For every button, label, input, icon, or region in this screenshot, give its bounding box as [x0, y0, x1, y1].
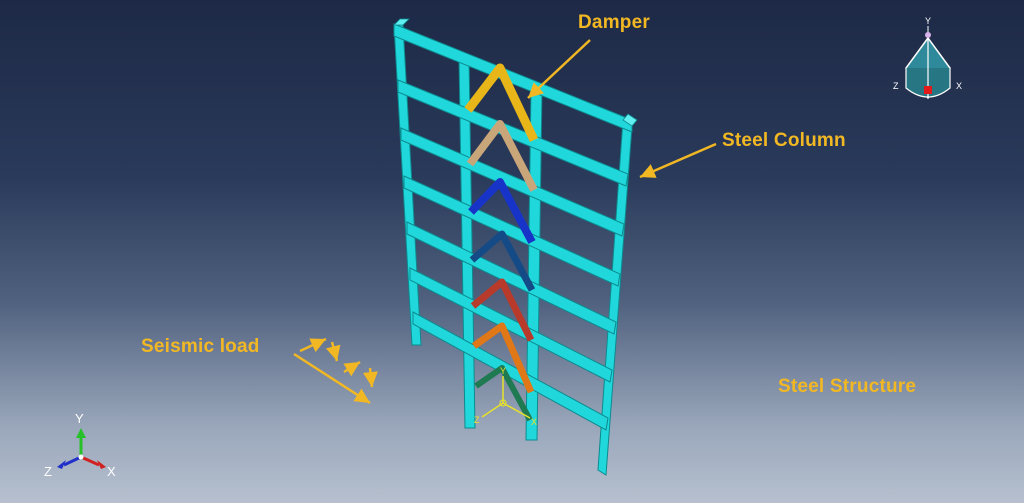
damper-floor-2: [471, 322, 535, 394]
damper-floor-1: [474, 365, 533, 422]
steel-beam-floor-1: [412, 311, 609, 431]
local-y-label: Y: [500, 366, 506, 376]
steel-beam-floor-6: [397, 79, 629, 187]
dampers: [464, 63, 539, 422]
seismic-load-arrow-3: [343, 360, 361, 377]
triad-z-label: Z: [44, 464, 52, 479]
local-z-label: Z: [474, 415, 480, 425]
seismic-load-arrow-main: [293, 352, 371, 405]
triad-x-label: X: [107, 464, 116, 479]
seismic-load-arrow-1: [299, 337, 327, 353]
damper-floor-6: [466, 120, 538, 192]
steel-frame: [393, 18, 638, 476]
steel-structure-label: Steel Structure: [778, 376, 917, 397]
steel-beam-roof: [393, 23, 633, 133]
seismic-load-label: Seismic load: [141, 336, 260, 357]
steel-column-pointer-arrow: [639, 142, 717, 179]
damper-floor-5: [468, 178, 536, 244]
steel-beam-floor-2: [409, 267, 613, 383]
local-csys: Y Z X: [474, 366, 537, 427]
local-x-label: X: [531, 417, 537, 427]
damper-floor-3: [470, 278, 535, 342]
view-cube-y-label: Y: [925, 16, 932, 26]
steel-beam-floor-5: [400, 127, 625, 237]
damper-floor-4: [469, 230, 536, 292]
global-triad: [57, 428, 106, 469]
steel-beam-floor-3: [406, 221, 617, 335]
view-cube-z-label: Z: [893, 81, 899, 91]
seismic-load-arrow-2: [325, 341, 341, 362]
view-cube[interactable]: [905, 26, 951, 100]
damper-label: Damper: [578, 12, 650, 33]
annotation-arrows: [293, 39, 717, 405]
seismic-load-arrow-4: [362, 367, 378, 388]
view-cube-x-label: X: [956, 81, 963, 91]
triad-y-label: Y: [75, 411, 84, 426]
damper-floor-7: [464, 63, 539, 142]
damper-pointer-arrow: [527, 39, 591, 99]
steel-column-label: Steel Column: [722, 130, 846, 151]
steel-beam-floor-4: [403, 175, 621, 287]
